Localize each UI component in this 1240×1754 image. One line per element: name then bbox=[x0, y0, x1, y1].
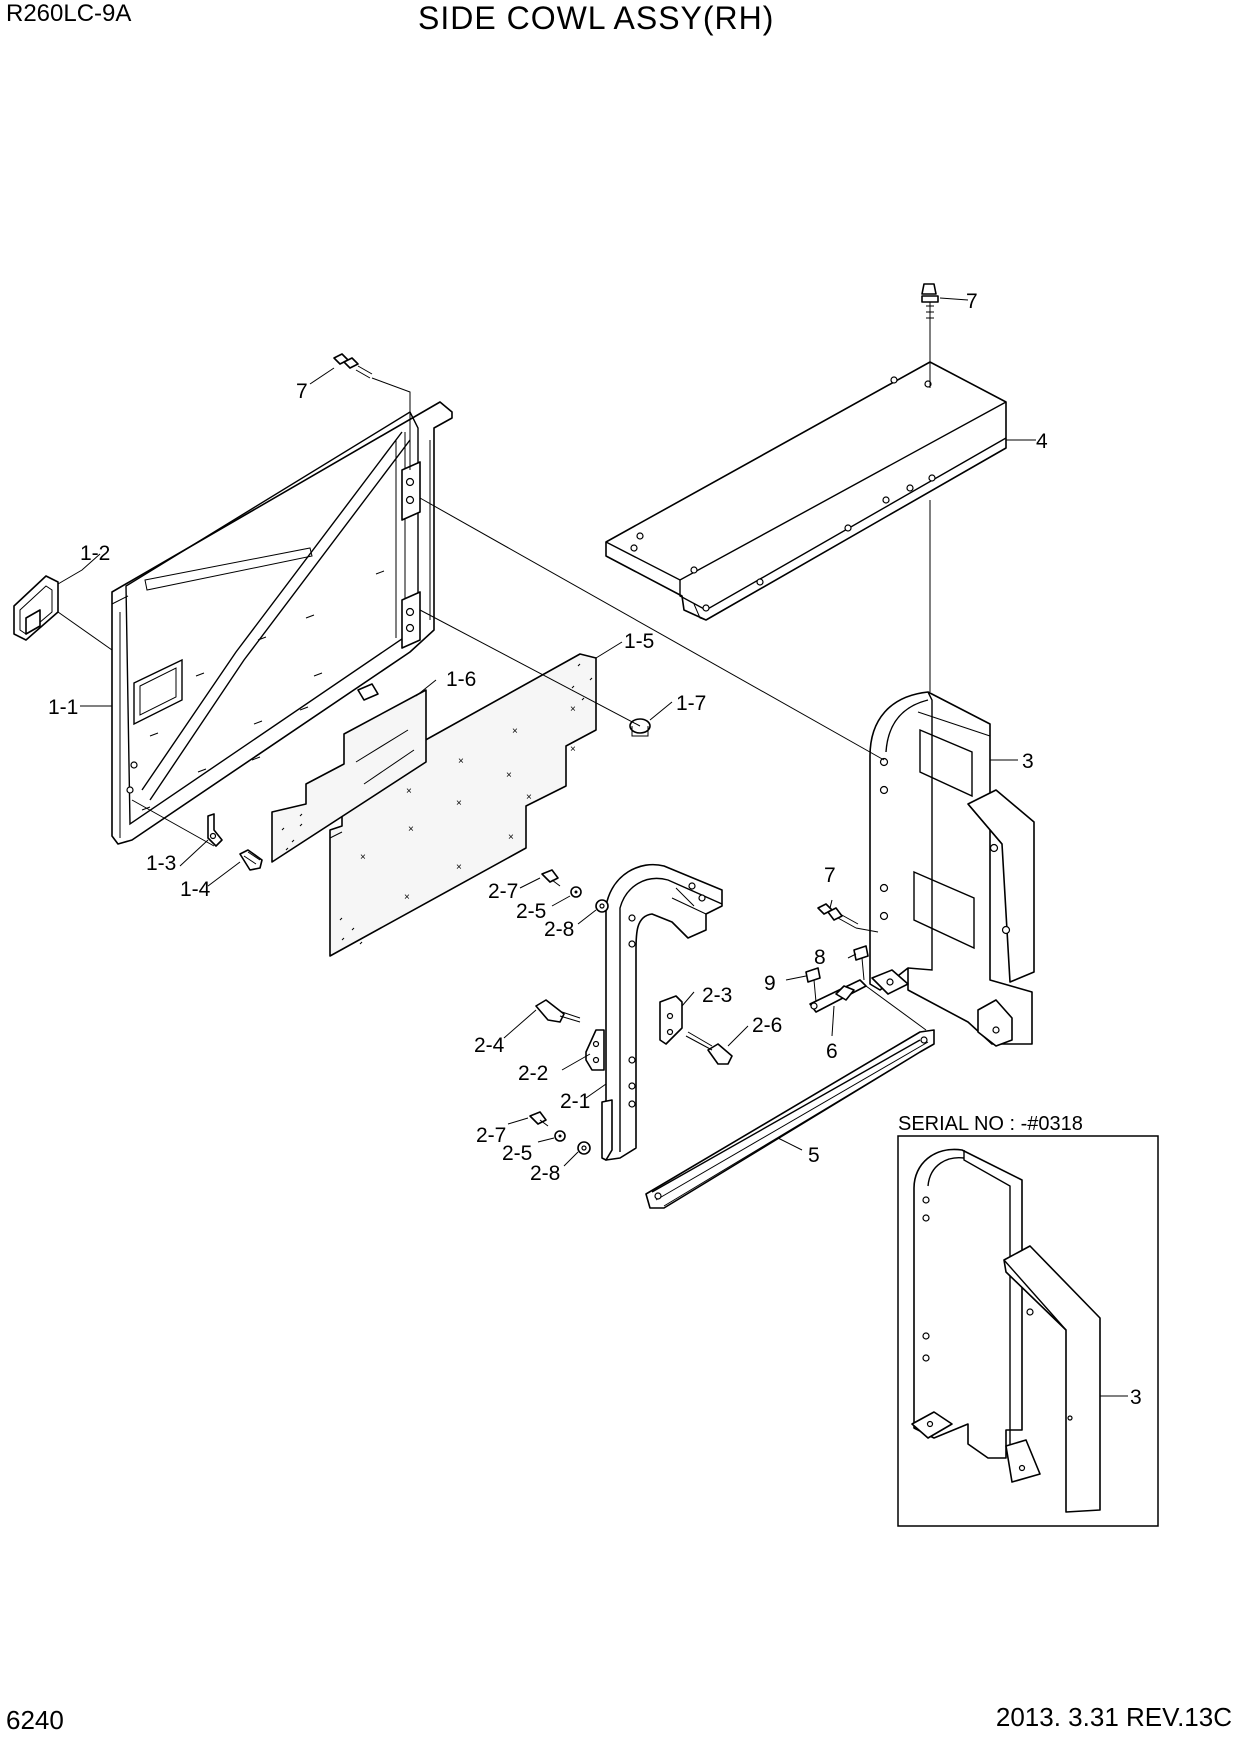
insulation-pad-small bbox=[271, 689, 427, 863]
insulation-pad-large: × × × × × × × × × × × × × bbox=[329, 653, 597, 957]
callout-1-1: 1-1 bbox=[48, 696, 78, 719]
washer-2-8-lower bbox=[577, 1141, 591, 1155]
top-cover-plate bbox=[605, 361, 1007, 621]
svg-text:×: × bbox=[404, 892, 410, 903]
bracket-2-1 bbox=[601, 863, 723, 1161]
callout-1-5: 1-5 bbox=[624, 630, 654, 653]
callout-2-5-lower: 2-5 bbox=[502, 1142, 532, 1165]
page-number: 6240 bbox=[6, 1705, 64, 1735]
model-number: R260LC-9A bbox=[6, 0, 132, 27]
page-title: SIDE COWL ASSY(RH) bbox=[418, 0, 775, 36]
bolt-8 bbox=[853, 945, 869, 981]
callout-1-6: 1-6 bbox=[446, 668, 476, 691]
callout-2-4: 2-4 bbox=[474, 1034, 505, 1057]
callout-1-7: 1-7 bbox=[676, 692, 706, 715]
svg-text:×: × bbox=[456, 862, 462, 873]
inset-frame bbox=[897, 1135, 1159, 1527]
callout-2-8-upper: 2-8 bbox=[544, 918, 574, 941]
clip-2-3 bbox=[659, 995, 683, 1045]
grommet bbox=[629, 718, 651, 737]
svg-text:×: × bbox=[512, 726, 518, 737]
callout-labels: 1-2 1-1 1-3 1-4 1-5 1-6 1-7 4 3 5 7 7 7 … bbox=[48, 290, 1048, 1185]
callout-7-top: 7 bbox=[966, 290, 978, 313]
callout-leaders bbox=[57, 297, 1036, 1167]
door-clip bbox=[207, 813, 223, 847]
bolt-9 bbox=[805, 967, 821, 1003]
bolt-2-7-lower bbox=[529, 1111, 549, 1127]
clip-2-2 bbox=[585, 1029, 605, 1071]
side-door-panel bbox=[111, 401, 453, 845]
callout-4: 4 bbox=[1036, 430, 1048, 453]
callout-2-8-lower: 2-8 bbox=[530, 1162, 560, 1185]
callout-2-2: 2-2 bbox=[518, 1062, 548, 1085]
latch-6 bbox=[809, 979, 867, 1013]
serial-number-label: SERIAL NO : -#0318 bbox=[898, 1113, 1083, 1135]
svg-text:×: × bbox=[406, 786, 412, 797]
callout-7-mid: 7 bbox=[824, 864, 836, 887]
callout-1-4: 1-4 bbox=[180, 878, 211, 901]
svg-text:×: × bbox=[456, 798, 462, 809]
serial-variant-inset: SERIAL NO : -#0318 3 bbox=[897, 1113, 1159, 1527]
revision-date: 2013. 3.31 REV.13C bbox=[995, 1702, 1232, 1732]
bolt-7-door bbox=[333, 353, 373, 379]
svg-text:×: × bbox=[458, 756, 464, 767]
side-lamp bbox=[13, 575, 59, 641]
side-bracket bbox=[869, 691, 1035, 1047]
callout-1-3: 1-3 bbox=[146, 852, 176, 875]
callout-3: 3 bbox=[1022, 750, 1034, 773]
callout-7-door: 7 bbox=[296, 380, 308, 403]
callout-1-2: 1-2 bbox=[80, 542, 110, 565]
callout-2-7-lower: 2-7 bbox=[476, 1124, 506, 1147]
svg-text:×: × bbox=[526, 792, 532, 803]
bolt-2-6 bbox=[685, 1031, 733, 1065]
svg-text:×: × bbox=[508, 832, 514, 843]
bolt-7-mid bbox=[817, 903, 859, 929]
bolt-2-7-upper bbox=[541, 869, 561, 887]
callout-5: 5 bbox=[808, 1144, 820, 1167]
svg-text:×: × bbox=[360, 852, 366, 863]
door-bolt bbox=[239, 849, 263, 871]
callout-2-3: 2-3 bbox=[702, 984, 732, 1007]
bolt-7-top bbox=[921, 283, 939, 322]
side-bracket-variant bbox=[911, 1148, 1101, 1513]
svg-text:×: × bbox=[570, 744, 576, 755]
nut-2-5-lower bbox=[554, 1130, 566, 1142]
assembly-lines bbox=[57, 322, 931, 1031]
bolt-2-4 bbox=[535, 999, 581, 1023]
callout-8: 8 bbox=[814, 946, 826, 969]
callout-2-1: 2-1 bbox=[560, 1090, 590, 1113]
svg-text:×: × bbox=[408, 824, 414, 835]
callout-2-7-upper: 2-7 bbox=[488, 880, 518, 903]
channel-5 bbox=[645, 1029, 935, 1209]
callout-9: 9 bbox=[764, 972, 776, 995]
callout-2-6: 2-6 bbox=[752, 1014, 782, 1037]
callout-2-5-upper: 2-5 bbox=[516, 900, 546, 923]
callout-3-inset: 3 bbox=[1130, 1386, 1142, 1409]
washer-2-8-upper bbox=[595, 899, 609, 913]
callout-6: 6 bbox=[826, 1040, 838, 1063]
svg-text:×: × bbox=[570, 704, 576, 715]
svg-text:×: × bbox=[506, 770, 512, 781]
nut-2-5-upper bbox=[570, 886, 582, 898]
